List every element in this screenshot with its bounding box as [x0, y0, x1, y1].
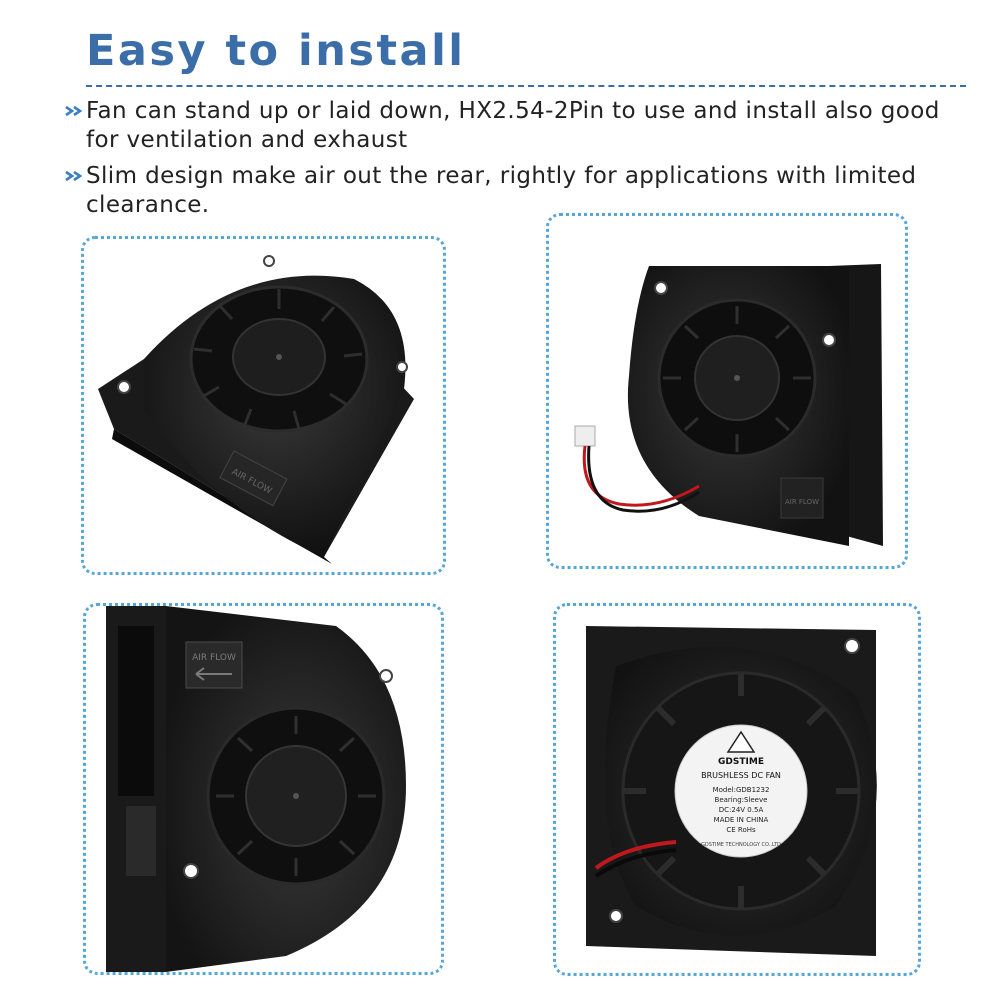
fan-illustration-standing: AIR FLOW — [574, 264, 883, 546]
page-title: Easy to install — [86, 26, 466, 76]
feature-bullet-1: Fan can stand up or laid down, HX2.54-2P… — [64, 97, 974, 155]
double-chevron-icon — [65, 105, 83, 117]
product-photo-panel-standing: AIR FLOW — [546, 213, 908, 569]
title-divider — [86, 85, 966, 87]
brand-label: GDSTIME — [718, 757, 764, 767]
fan-illustration-outlet: AIR FLOW — [106, 606, 406, 972]
airflow-label: AIR FLOW — [785, 498, 819, 506]
feature-bullet-text: Fan can stand up or laid down, HX2.54-2P… — [86, 98, 940, 153]
double-chevron-icon — [65, 170, 83, 182]
product-photo-panel-outlet: AIR FLOW — [83, 603, 444, 975]
feature-bullet-text: Slim design make air out the rear, right… — [86, 163, 917, 218]
origin-label: MADE IN CHINA — [714, 816, 769, 824]
product-label: BRUSHLESS DC FAN — [701, 771, 781, 780]
product-photo-panel-label: GDSTIME BRUSHLESS DC FAN Model:GDB1232 B… — [553, 603, 921, 976]
rating-label: DC:24V 0.5A — [719, 806, 764, 814]
fan-illustration-label: GDSTIME BRUSHLESS DC FAN Model:GDB1232 B… — [586, 626, 877, 956]
cert-label: CE RoHs — [726, 826, 756, 834]
fan-illustration-lying: AIR FLOW — [98, 255, 414, 564]
bearing-label: Bearing:Sleeve — [715, 796, 768, 804]
feature-bullet-2: Slim design make air out the rear, right… — [64, 162, 974, 220]
company-label: GDSTIME TECHNOLOGY CO.,LTD — [701, 842, 781, 848]
model-label: Model:GDB1232 — [713, 786, 770, 794]
airflow-label: AIR FLOW — [192, 653, 236, 663]
product-photo-panel-lying: AIR FLOW — [81, 236, 446, 575]
